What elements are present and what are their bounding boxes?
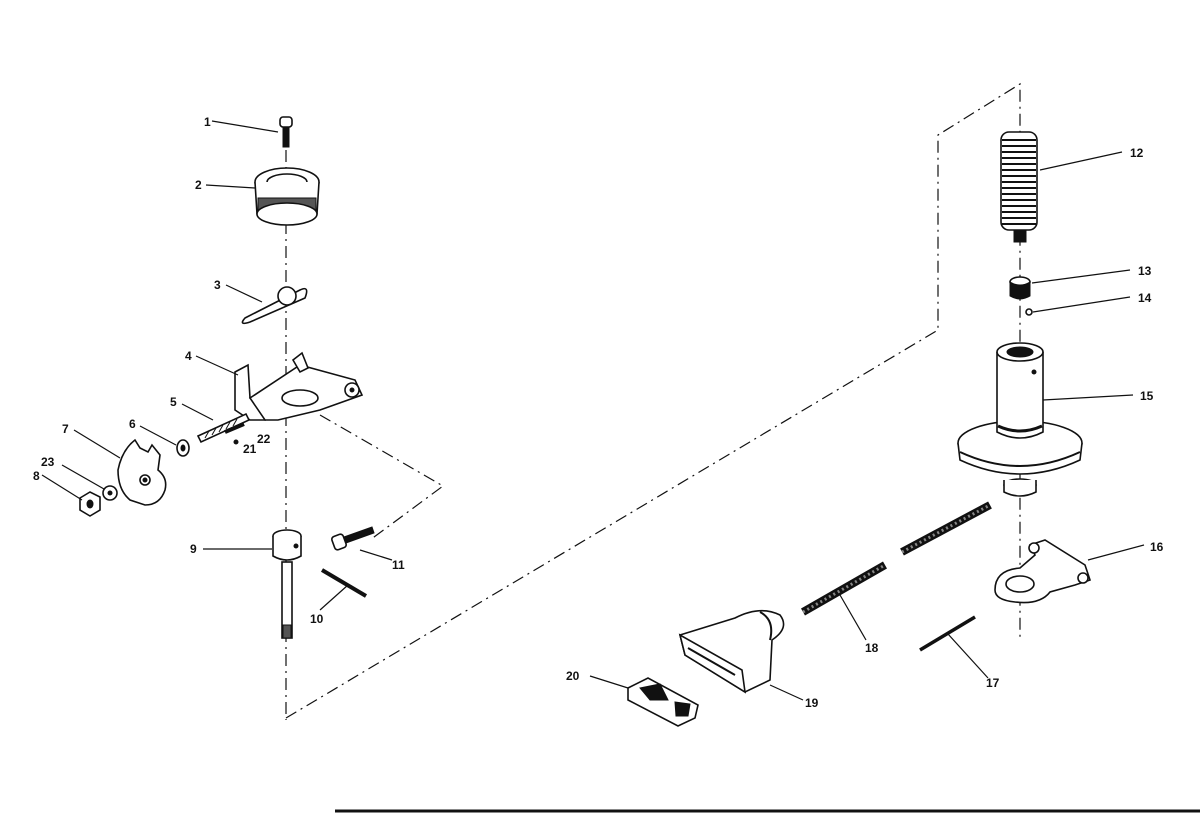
callout-1: 1 bbox=[204, 115, 211, 129]
callout-19: 19 bbox=[805, 696, 819, 710]
part-18-cord bbox=[801, 501, 992, 616]
callout-8: 8 bbox=[33, 469, 40, 483]
callout-12: 12 bbox=[1130, 146, 1144, 160]
callout-4: 4 bbox=[185, 349, 192, 363]
part-2-knurled-knob bbox=[254, 167, 320, 226]
callout-2: 2 bbox=[195, 178, 202, 192]
callout-9: 9 bbox=[190, 542, 197, 556]
part-6-washer bbox=[176, 439, 190, 457]
callout-20: 20 bbox=[566, 669, 580, 683]
part-16-lever-bracket bbox=[994, 539, 1092, 604]
part-8-hex-nut bbox=[79, 491, 101, 517]
part-1-screw bbox=[279, 116, 293, 148]
assembly-guide-lines bbox=[285, 82, 1021, 720]
part-19-handle bbox=[678, 609, 785, 694]
callout-23: 23 bbox=[41, 455, 55, 469]
callout-17: 17 bbox=[986, 676, 1000, 690]
part-12-spring bbox=[1000, 131, 1038, 243]
part-11-bolt bbox=[331, 526, 375, 551]
part-21-22-pins bbox=[224, 422, 245, 445]
part-10-pin bbox=[320, 568, 368, 598]
part-14-ball bbox=[1025, 308, 1033, 316]
callout-16: 16 bbox=[1150, 540, 1164, 554]
part-3-key-washer bbox=[241, 286, 308, 325]
callout-10: 10 bbox=[310, 612, 324, 626]
callout-6: 6 bbox=[129, 417, 136, 431]
callout-labels: 1 2 3 4 5 6 7 23 8 22 21 9 10 11 12 13 1… bbox=[33, 115, 1164, 710]
callout-21: 21 bbox=[243, 442, 257, 456]
part-15-spool bbox=[957, 342, 1083, 497]
leader-lines bbox=[41, 120, 1145, 701]
callout-3: 3 bbox=[214, 278, 221, 292]
part-13-collar bbox=[1009, 276, 1031, 300]
part-5-threaded-stud bbox=[196, 412, 251, 444]
part-4-bracket bbox=[234, 351, 364, 421]
part-20-insert bbox=[627, 677, 699, 727]
callout-13: 13 bbox=[1138, 264, 1152, 278]
part-9-shaft bbox=[272, 529, 302, 639]
callout-15: 15 bbox=[1140, 389, 1154, 403]
callout-18: 18 bbox=[865, 641, 879, 655]
callout-5: 5 bbox=[170, 395, 177, 409]
callout-7: 7 bbox=[62, 422, 69, 436]
part-7-latch-plate bbox=[117, 438, 167, 506]
callout-14: 14 bbox=[1138, 291, 1152, 305]
part-23-washer bbox=[102, 485, 118, 501]
part-17-pin bbox=[919, 615, 976, 652]
callout-22: 22 bbox=[257, 432, 271, 446]
callout-11: 11 bbox=[392, 558, 405, 572]
